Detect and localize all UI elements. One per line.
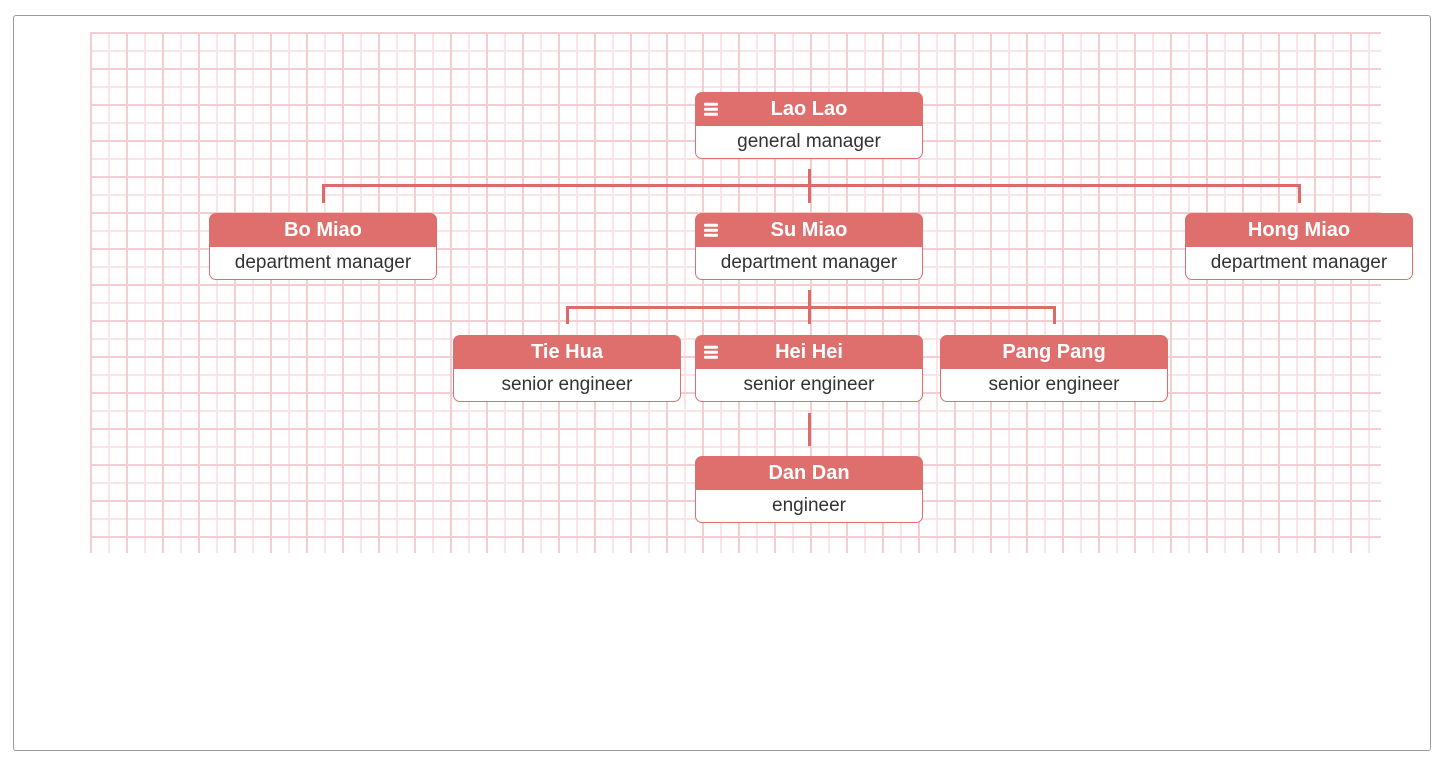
node-name: Pang Pang <box>1002 340 1106 363</box>
org-node-tie-hua[interactable]: Tie Hua senior engineer <box>453 335 681 402</box>
connector-pangpang-up <box>1052 306 1056 324</box>
node-name: Dan Dan <box>768 461 850 484</box>
connector-level1-horizontal <box>321 184 1301 187</box>
org-chart-canvas: Lao Lao general manager Bo Miao departme… <box>90 32 1413 553</box>
hamburger-menu-icon[interactable] <box>704 345 718 359</box>
node-role: department manager <box>209 247 437 280</box>
org-node-hong-miao[interactable]: Hong Miao department manager <box>1185 213 1413 280</box>
node-name: Bo Miao <box>284 218 362 241</box>
node-name: Hei Hei <box>775 340 843 363</box>
node-title-bar: Tie Hua <box>453 335 681 369</box>
node-name: Tie Hua <box>531 340 603 363</box>
node-title-bar: Lao Lao <box>695 92 923 126</box>
connector-bomiao-up <box>321 184 325 203</box>
org-node-hei-hei[interactable]: Hei Hei senior engineer <box>695 335 923 402</box>
connector-tiehua-up <box>565 306 569 324</box>
page-frame: Lao Lao general manager Bo Miao departme… <box>13 15 1431 751</box>
org-node-su-miao[interactable]: Su Miao department manager <box>695 213 923 280</box>
org-node-pang-pang[interactable]: Pang Pang senior engineer <box>940 335 1168 402</box>
node-role: senior engineer <box>695 369 923 402</box>
hamburger-menu-icon[interactable] <box>704 102 718 116</box>
connector-hongmiao-up <box>1297 184 1301 203</box>
node-role: department manager <box>1185 247 1413 280</box>
node-role: senior engineer <box>940 369 1168 402</box>
node-title-bar: Hei Hei <box>695 335 923 369</box>
node-title-bar: Dan Dan <box>695 456 923 490</box>
hamburger-menu-icon[interactable] <box>704 223 718 237</box>
node-role: general manager <box>695 126 923 159</box>
org-node-dan-dan[interactable]: Dan Dan engineer <box>695 456 923 523</box>
node-role: engineer <box>695 490 923 523</box>
node-title-bar: Bo Miao <box>209 213 437 247</box>
node-role: department manager <box>695 247 923 280</box>
org-node-bo-miao[interactable]: Bo Miao department manager <box>209 213 437 280</box>
node-title-bar: Hong Miao <box>1185 213 1413 247</box>
node-name: Su Miao <box>770 218 848 241</box>
connector-level2-horizontal <box>565 306 1056 309</box>
node-name: Lao Lao <box>770 97 848 120</box>
connector-heihei-dandan <box>807 413 811 446</box>
node-role: senior engineer <box>453 369 681 402</box>
node-title-bar: Pang Pang <box>940 335 1168 369</box>
node-name: Hong Miao <box>1247 218 1351 241</box>
node-title-bar: Su Miao <box>695 213 923 247</box>
org-node-lao-lao[interactable]: Lao Lao general manager <box>695 92 923 159</box>
